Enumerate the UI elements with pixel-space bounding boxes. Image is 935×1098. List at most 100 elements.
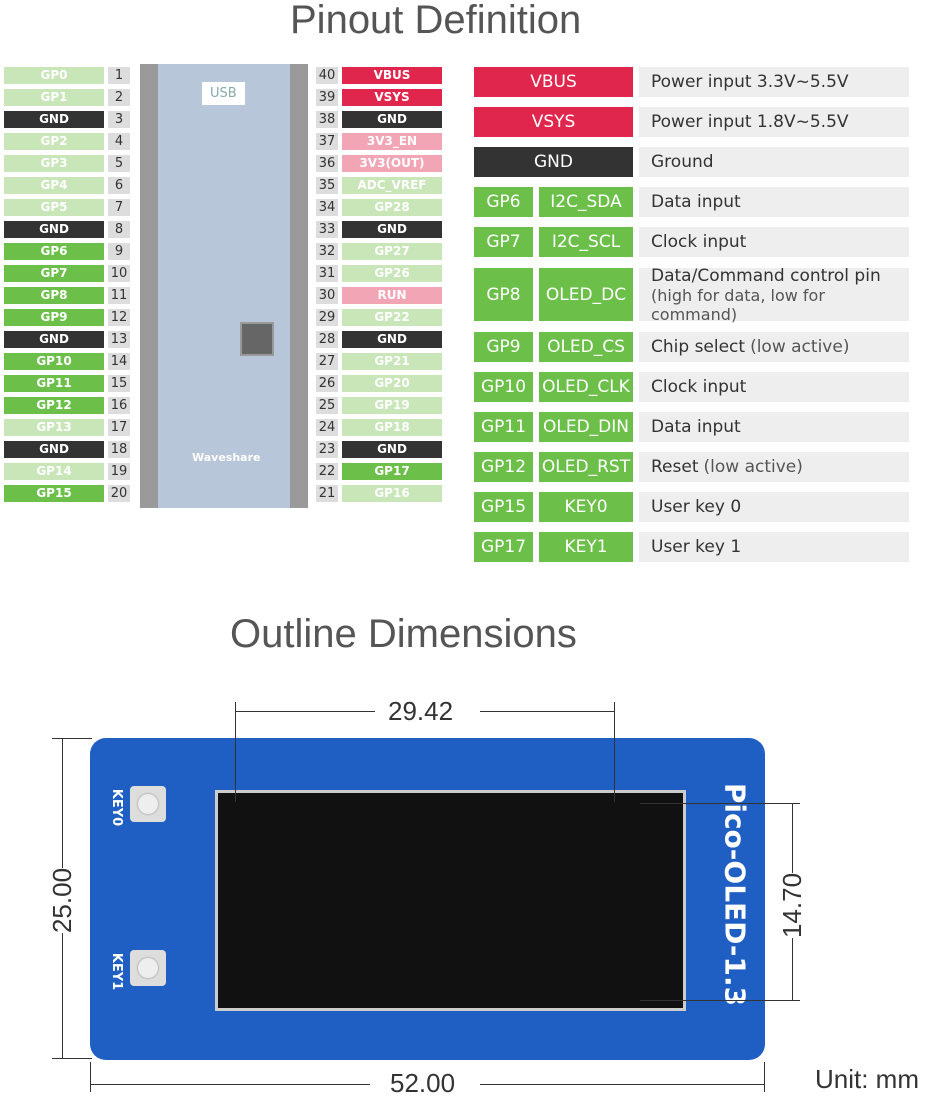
pin-label: GND: [4, 441, 104, 458]
description-text: Chip select: [651, 337, 746, 357]
pin-number: 3: [108, 111, 130, 128]
description-text: Power input 1.8V~5.5V: [651, 112, 849, 132]
board-image: USB Waveshare: [140, 64, 308, 508]
pin-number: 29: [316, 309, 338, 326]
description-note: (low active): [703, 457, 803, 477]
dim-screen-height: 14.70: [777, 872, 809, 939]
description-text: Clock input: [651, 232, 747, 252]
pin-number: 10: [108, 265, 130, 282]
pin-number: 16: [108, 397, 130, 414]
pinout-title: Pinout Definition: [290, 0, 582, 42]
table-function: I2C_SCL: [539, 227, 633, 257]
key0-label: KEY0: [109, 788, 125, 827]
dim-line: [52, 1058, 92, 1059]
pin-number: 9: [108, 243, 130, 260]
dim-line: [480, 711, 614, 712]
usb-label: USB: [202, 82, 245, 105]
pin-number: 39: [316, 89, 338, 106]
pin-label: GP17: [342, 463, 442, 480]
key1-button: [130, 950, 166, 986]
pin-label: GP6: [4, 243, 104, 260]
pin-label: GP12: [4, 397, 104, 414]
pin-label: GP1: [4, 89, 104, 106]
pin-label: GND: [342, 331, 442, 348]
pin-label: ADC_VREF: [342, 177, 442, 194]
pin-number: 27: [316, 353, 338, 370]
dim-line: [614, 702, 615, 802]
pin-label: RUN: [342, 287, 442, 304]
table-description: Data input: [639, 187, 909, 217]
pin-label: GND: [4, 111, 104, 128]
pin-number: 31: [316, 265, 338, 282]
table-function: OLED_DC: [539, 268, 633, 321]
description-text: Data input: [651, 192, 741, 212]
table-description: Data input: [639, 412, 909, 442]
description-text: Data/Command control pin: [651, 265, 881, 286]
brand-label: Waveshare: [192, 451, 261, 464]
table-pin: GP7: [474, 227, 533, 257]
table-description: Reset(low active): [639, 452, 909, 482]
pin-label: GP28: [342, 199, 442, 216]
pin-number: 15: [108, 375, 130, 392]
pin-number: 7: [108, 199, 130, 216]
pin-label: GP4: [4, 177, 104, 194]
pin-number: 25: [316, 397, 338, 414]
table-function: OLED_DIN: [539, 412, 633, 442]
pin-number: 12: [108, 309, 130, 326]
table-pin: GP11: [474, 412, 533, 442]
pin-label: GND: [4, 331, 104, 348]
table-function: OLED_RST: [539, 452, 633, 482]
table-pin: GP8: [474, 268, 533, 321]
pin-label: GP10: [4, 353, 104, 370]
pin-number: 36: [316, 155, 338, 172]
pin-label: GP20: [342, 375, 442, 392]
description-note: (low active): [750, 337, 850, 357]
table-description: User key 0: [639, 492, 909, 522]
pin-number: 19: [108, 463, 130, 480]
board-label: Pico-OLED-1.3: [718, 782, 752, 1007]
pin-label: GP21: [342, 353, 442, 370]
table-function: OLED_CLK: [539, 372, 633, 402]
pin-number: 13: [108, 331, 130, 348]
pin-number: 14: [108, 353, 130, 370]
pin-number: 35: [316, 177, 338, 194]
pin-label: VBUS: [342, 67, 442, 84]
table-pin: GP12: [474, 452, 533, 482]
dim-line: [90, 1084, 370, 1085]
pin-number: 34: [316, 199, 338, 216]
pin-label: GP15: [4, 485, 104, 502]
table-function: KEY1: [539, 532, 633, 562]
chip: [240, 322, 274, 356]
pin-number: 37: [316, 133, 338, 150]
table-pin: VSYS: [474, 107, 633, 137]
key0-button: [130, 786, 166, 822]
table-description: Chip select(low active): [639, 332, 909, 362]
pin-number: 5: [108, 155, 130, 172]
pin-number: 26: [316, 375, 338, 392]
table-description: Data/Command control pin(high for data, …: [639, 265, 909, 324]
dim-line: [235, 702, 236, 802]
table-description: User key 1: [639, 532, 909, 562]
table-description: Power input 3.3V~5.5V: [639, 67, 909, 97]
table-pin: GP6: [474, 187, 533, 217]
pin-label: GP14: [4, 463, 104, 480]
oled-screen: [215, 790, 686, 1011]
pin-label: GP5: [4, 199, 104, 216]
dim-line: [640, 803, 800, 804]
pin-number: 24: [316, 419, 338, 436]
dim-line: [480, 1084, 764, 1085]
table-pin: GND: [474, 147, 633, 177]
description-text: Reset: [651, 457, 699, 477]
pin-number: 23: [316, 441, 338, 458]
table-pin: GP9: [474, 332, 533, 362]
pin-number: 20: [108, 485, 130, 502]
description-note: (high for data, low for command): [651, 285, 825, 324]
table-function: OLED_CS: [539, 332, 633, 362]
pin-label: GND: [342, 441, 442, 458]
pin-number: 17: [108, 419, 130, 436]
pin-label: GP2: [4, 133, 104, 150]
pin-label: GP8: [4, 287, 104, 304]
pin-number: 28: [316, 331, 338, 348]
pin-label: GP0: [4, 67, 104, 84]
